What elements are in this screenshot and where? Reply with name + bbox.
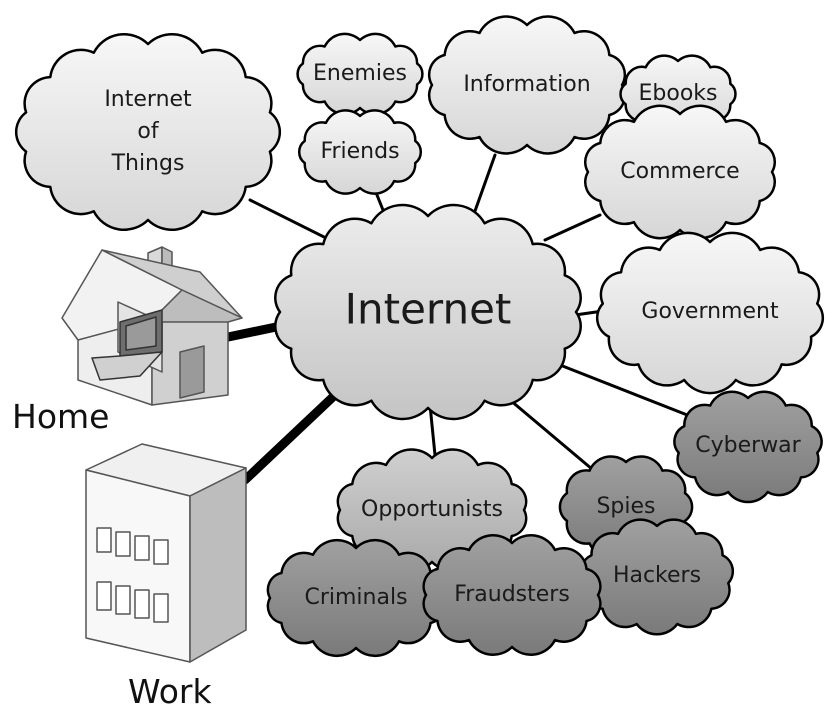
cloud-iot-label: of [137,119,159,144]
cloud-friends-label: Friends [320,139,399,164]
cloud-commerce-shape [583,104,777,240]
cloud-government: Government [595,231,825,395]
work-building-icon [85,443,247,663]
cloud-iot-label: Things [111,151,185,176]
cloud-cyberwar: Cyberwar [673,390,823,504]
cloud-criminals-label: Criminals [304,585,407,610]
cloud-fraudsters-shape [422,533,602,657]
connector-opportunists [428,403,437,457]
cloud-information-label: Information [463,72,590,97]
cloud-information-shape [427,15,627,155]
work-label: Work [128,672,212,710]
cloud-iot-label: Internet [104,87,192,112]
connector-cyberwar [558,363,702,422]
cloud-spies-label: Spies [596,494,655,519]
cloud-commerce-label: Commerce [620,159,739,184]
cloud-ebooks-label: Ebooks [639,81,718,106]
connector-work [240,390,340,485]
cloud-cyberwar-shape [673,390,823,504]
cloud-fraudsters-label: Fraudsters [454,582,570,607]
cloud-government-label: Government [641,299,779,324]
cloud-friends-shape [298,109,422,195]
cloud-cyberwar-label: Cyberwar [695,433,801,458]
cloud-center-label: Internet [345,285,512,334]
cloud-enemies-label: Enemies [313,61,407,86]
cloud-commerce: Commerce [583,104,777,240]
cloud-enemies-shape [296,32,424,116]
cloud-center: Internet [274,203,582,421]
connector-commerce [543,213,602,242]
cloud-government-shape [595,231,825,395]
home-label: Home [12,397,109,436]
cloud-opportunists-label: Opportunists [361,497,503,522]
laptop-icon [91,309,163,381]
cloud-hackers-shape [579,518,735,636]
cloud-enemies: Enemies [296,32,424,116]
cloud-hackers: Hackers [579,518,735,636]
cloud-iot-shape [14,32,282,232]
cloud-friends: Friends [298,109,422,195]
cloud-information: Information [427,15,627,155]
cloud-center-shape [274,203,582,421]
cloud-criminals: Criminals [266,538,446,658]
connector-spies [508,398,607,482]
cloud-hackers-label: Hackers [613,563,701,588]
cloud-fraudsters: Fraudsters [422,533,602,657]
